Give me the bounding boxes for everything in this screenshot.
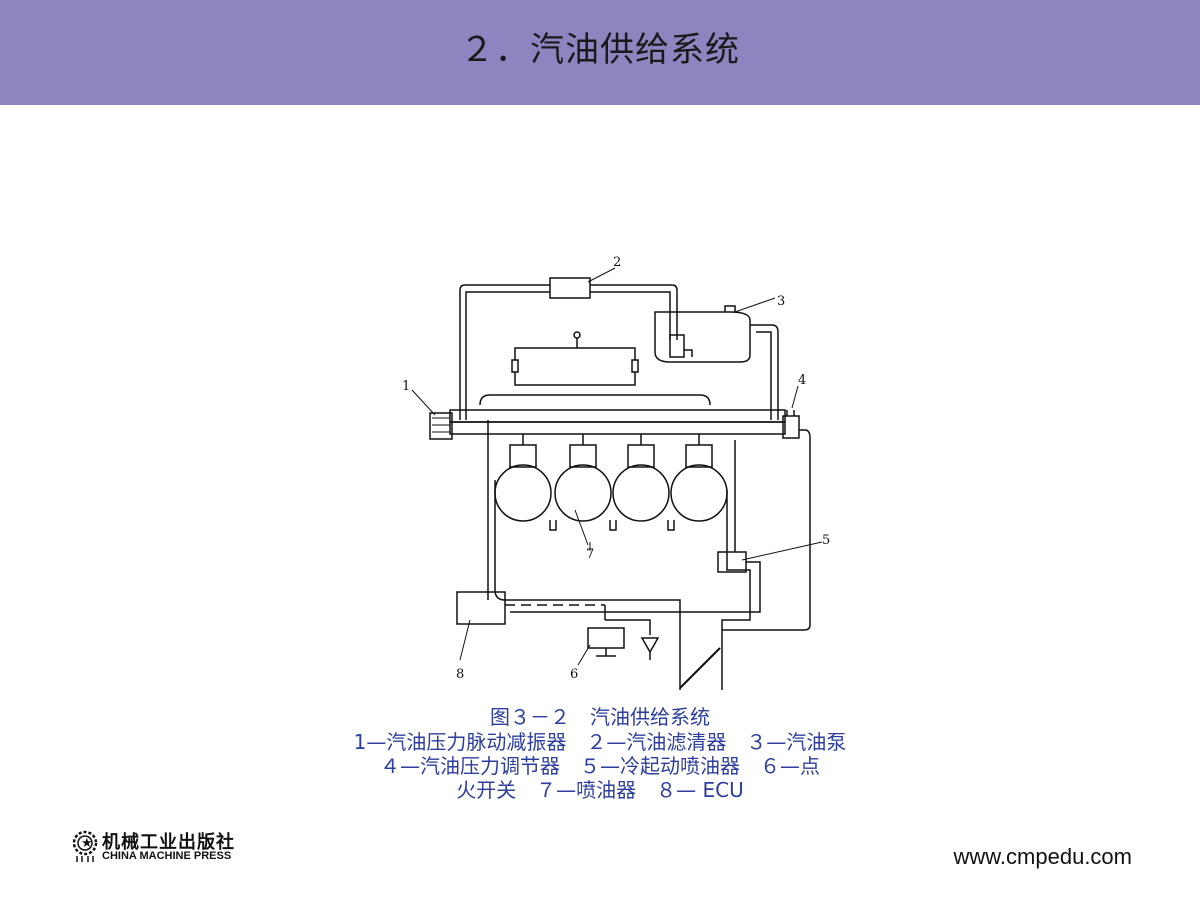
ignition-switch: [587, 627, 625, 649]
diagram-label-4: 4: [798, 373, 806, 388]
fuel-rail: [449, 409, 786, 423]
ecu-box: [456, 591, 506, 625]
fuel-filter: [549, 277, 591, 299]
caption-line-4: 火开关 ７—喷油器 ８— ECU: [456, 778, 744, 802]
throttle-valve: [679, 647, 721, 689]
svg-text:★: ★: [81, 836, 93, 851]
publisher-name-cn: 机械工业出版社: [102, 832, 235, 853]
gear-logo-icon: ★: [72, 830, 98, 862]
diagram-label-3: 3: [777, 294, 785, 309]
publisher-logo: ★ 机械工业出版社 CHINA MACHINE PRESS: [70, 826, 270, 866]
page-title: ２．汽油供给系统: [460, 30, 740, 70]
caption-line-2: 1—汽油压力脉动减振器 ２—汽油滤清器 ３—汽油泵: [353, 730, 847, 754]
caption-title: 图３－２ 汽油供给系统: [490, 705, 710, 729]
cylinders: [494, 464, 728, 522]
pressure-regulator: [782, 415, 800, 439]
pressure-damper: [429, 412, 453, 440]
diagram-label-2: 2: [613, 255, 621, 270]
diagram-label-5: 5: [822, 533, 830, 548]
fuel-supply-diagram: 2 3 1 4 5 7 8 6: [402, 255, 830, 690]
publisher-name-en: CHINA MACHINE PRESS: [102, 850, 232, 862]
fuel-pump: [654, 311, 751, 363]
diagram-label-7: 7: [586, 547, 594, 562]
caption-line-3: ４—汽油压力调节器 ５—冷起动喷油器 ６—点: [380, 754, 820, 778]
diagram-label-1: 1: [402, 379, 410, 394]
header-bar: ２．汽油供给系统: [0, 0, 1200, 105]
fuel-line-left: [459, 284, 550, 420]
injector-row: [509, 434, 713, 468]
diagram-label-8: 8: [456, 667, 464, 682]
website-link[interactable]: www.cmpedu.com: [953, 844, 1132, 869]
intake-manifold: [494, 480, 681, 690]
cold-start-injector: [717, 551, 747, 573]
diagram-label-6: 6: [570, 667, 578, 682]
